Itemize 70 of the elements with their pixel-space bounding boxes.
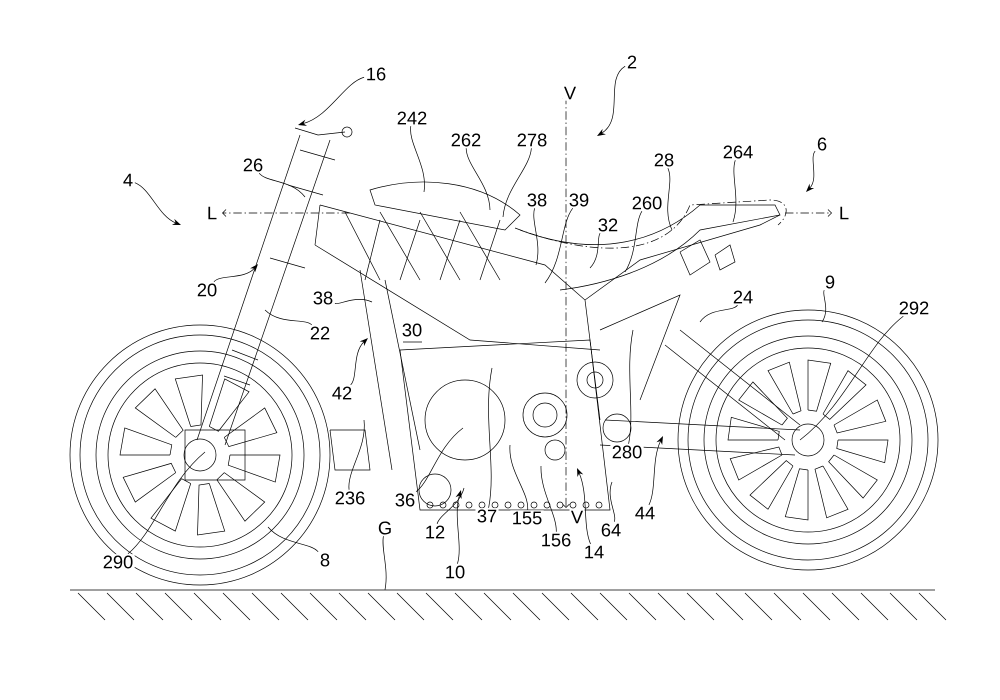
leader-line	[540, 466, 557, 532]
callout-number: 278	[515, 132, 549, 148]
axis-label: L	[206, 205, 218, 221]
axis-label: 30	[400, 322, 424, 338]
leader-line	[732, 160, 736, 222]
callout-number: 290	[101, 554, 135, 570]
callout-number: 22	[308, 325, 332, 341]
callout-arrow	[806, 150, 816, 192]
leader-line	[624, 210, 642, 272]
leader-line	[488, 368, 492, 508]
leader-line	[348, 420, 365, 490]
callout-number: 37	[475, 508, 499, 524]
callout-number: 36	[393, 492, 417, 508]
leader-line	[822, 290, 826, 322]
callout-number: 260	[630, 195, 664, 211]
callout-number: 64	[599, 522, 623, 538]
ground-drawing	[70, 590, 946, 620]
callout-number: 6	[816, 136, 828, 152]
leader-line	[268, 526, 319, 552]
callout-number: 4	[122, 172, 134, 188]
callout-number: 242	[395, 110, 429, 126]
leader-line	[700, 304, 738, 322]
leader-line	[436, 488, 464, 524]
callout-number: 16	[364, 66, 388, 82]
callout-number: 155	[510, 510, 544, 526]
leader-line	[544, 208, 574, 284]
leader-line	[502, 148, 532, 218]
leader-line	[334, 299, 372, 304]
leader-line	[382, 536, 386, 590]
leader-line	[667, 168, 672, 230]
callout-number: 264	[721, 144, 755, 160]
leader-line	[466, 148, 490, 210]
leader-line	[610, 482, 616, 522]
leader-line	[533, 208, 538, 266]
callout-number: 262	[449, 132, 483, 148]
callout-number: 44	[633, 505, 657, 521]
callout-number: 156	[539, 532, 573, 548]
axis-label: L	[838, 205, 850, 221]
leader-line	[800, 316, 904, 440]
callout-arrow	[350, 338, 368, 386]
leader-line	[628, 330, 634, 444]
callout-arrow	[214, 264, 258, 282]
callout-number: 12	[423, 524, 447, 540]
callout-number: 42	[330, 385, 354, 401]
leader-line	[590, 232, 600, 268]
callout-number: 236	[333, 490, 367, 506]
callout-number: 39	[567, 192, 591, 208]
callout-number: 28	[652, 152, 676, 168]
callout-number: 14	[582, 544, 606, 560]
leader-line	[410, 126, 425, 192]
callout-number: 280	[610, 444, 644, 460]
leader-line	[510, 444, 528, 510]
callout-number: 8	[318, 552, 332, 568]
callout-number: 9	[824, 274, 836, 290]
callout-number: G	[376, 520, 394, 536]
axis-label: V	[562, 85, 578, 101]
leader-line	[416, 428, 464, 492]
callout-number: 32	[596, 217, 620, 233]
callout-number: 38	[311, 290, 335, 306]
leader-line	[258, 172, 306, 198]
callout-number: 10	[443, 564, 467, 580]
callout-number: 20	[195, 282, 219, 298]
leader-line	[128, 452, 206, 554]
callout-number: 292	[897, 300, 931, 316]
leader-line	[264, 310, 312, 326]
axis-label: V	[570, 509, 584, 525]
callout-number: 2	[626, 54, 638, 70]
callout-number: 26	[241, 157, 265, 173]
callout-number: 24	[731, 289, 755, 305]
callout-number: 38	[525, 192, 549, 208]
